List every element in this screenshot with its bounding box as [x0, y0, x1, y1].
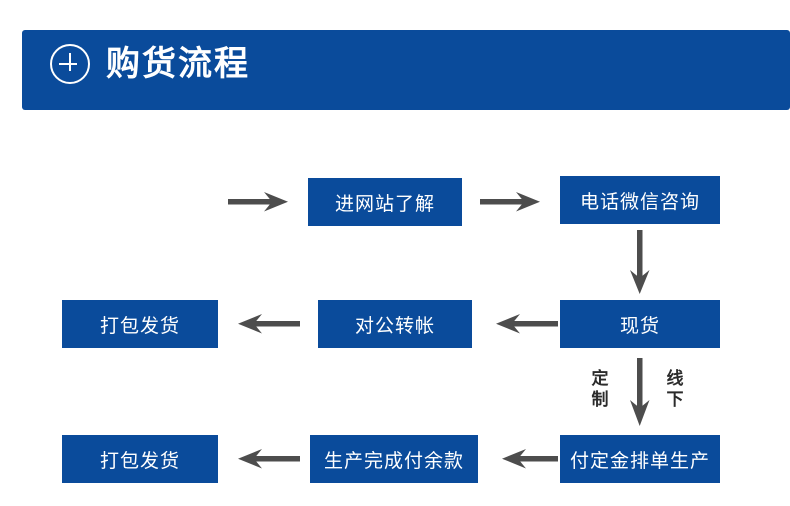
flow-node-website[interactable]: 进网站了解 [308, 178, 462, 226]
flow-node-ship-2[interactable]: 打包发货 [62, 435, 218, 483]
page-title: 购货流程 [106, 45, 250, 83]
arrow-right-entry [228, 188, 290, 216]
branch-label-offline-char-1: 线 [666, 369, 684, 388]
arrow-left-stock-to-transfer [486, 310, 558, 338]
flow-node-deposit[interactable]: 付定金排单生产 [560, 435, 720, 483]
arrow-down-stock-to-deposit [626, 358, 654, 428]
branch-label-custom-char-1: 定 [591, 369, 609, 388]
arrow-left-balance-to-ship [228, 445, 300, 473]
arrow-right-website-to-consult [480, 188, 542, 216]
arrow-left-transfer-to-ship [228, 310, 300, 338]
title-underline [80, 118, 320, 120]
flow-node-transfer[interactable]: 对公转帐 [318, 300, 472, 348]
header-content: 购货流程 [50, 44, 250, 84]
branch-label-offline: 线 下 [664, 368, 686, 410]
flow-node-stock[interactable]: 现货 [560, 300, 720, 348]
section-header-bar: 购货流程 [22, 30, 790, 120]
branch-label-offline-char-2: 下 [666, 390, 684, 409]
flow-node-consult[interactable]: 电话微信咨询 [560, 176, 720, 224]
plus-circle-icon [50, 44, 90, 84]
flow-node-balance[interactable]: 生产完成付余款 [310, 435, 478, 483]
arrow-left-deposit-to-balance [492, 445, 558, 473]
branch-label-custom-char-2: 制 [591, 390, 609, 409]
branch-label-custom: 定 制 [589, 368, 611, 410]
flow-node-ship-1[interactable]: 打包发货 [62, 300, 218, 348]
arrow-down-consult-to-stock [626, 230, 654, 296]
